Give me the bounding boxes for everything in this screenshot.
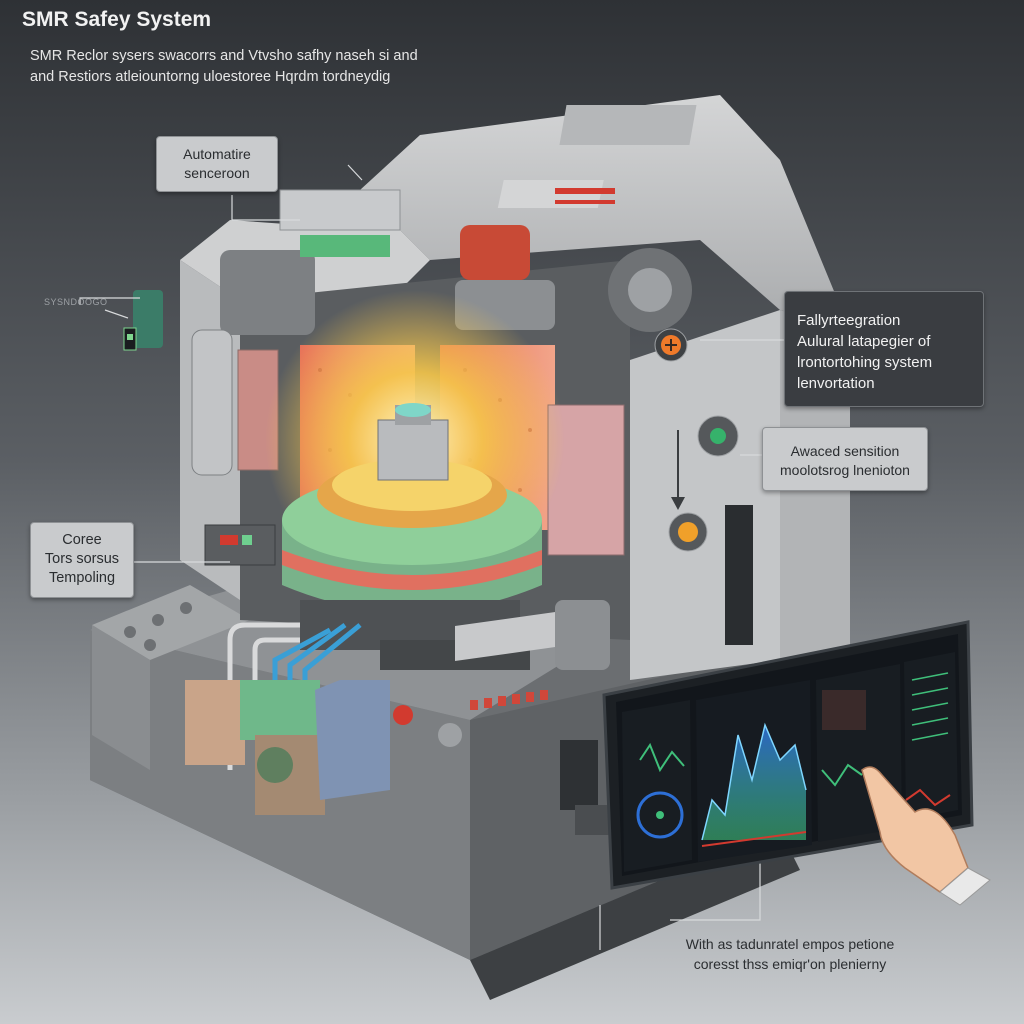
callout-core-line-2: Tors sorsus — [44, 551, 120, 567]
callout-core-line-1: Coree — [62, 532, 102, 548]
reactor-core — [265, 290, 565, 670]
wall-control-box — [204, 524, 276, 566]
callout-awaced-line-1: Awaced sensition — [790, 443, 900, 459]
callout-fully: Fallyrteegration Aulural latapegier of l… — [784, 291, 984, 407]
side-device — [123, 290, 163, 351]
callout-automatire: Automatire senceroon — [156, 136, 278, 192]
upper-machinery — [191, 180, 692, 476]
callout-awaced-line-2: moolotsrog lnenioton — [780, 462, 910, 478]
page-subtitle: SMR Reclor sysers swacorrs and Vtvsho sa… — [30, 46, 500, 88]
callout-fully-line-4: lenvortation — [797, 375, 875, 392]
left-control-pedestal — [92, 585, 250, 770]
indicator-markers — [654, 328, 739, 552]
side-device-label: SYSNDOOGO — [44, 297, 108, 307]
caption-line-1: With as tadunratel empos petione — [685, 936, 895, 952]
connector-lines — [79, 164, 784, 950]
pointing-hand — [861, 766, 991, 906]
caption-line-2: coresst thss emiqr'on plenierny — [693, 956, 887, 972]
callout-automatire-line-1: Automatire — [183, 146, 251, 162]
lower-machines — [185, 505, 753, 835]
callout-fully-line-1: Fallyrteegration — [797, 312, 901, 329]
callout-core-line-3: Tempoling — [48, 570, 116, 586]
callout-fully-line-2: Aulural latapegier of — [797, 333, 931, 350]
callout-awaced: Awaced sensition moolotsrog lnenioton — [762, 427, 928, 491]
subtitle-line-1: SMR Reclor sysers swacorrs and Vtvsho sa… — [30, 48, 418, 64]
callout-core: Coree Tors sorsus Tempoling — [30, 522, 134, 598]
callout-automatire-line-2: senceroon — [184, 165, 250, 181]
callout-fully-line-3: lrontortohing system — [797, 354, 933, 371]
bottom-caption: With as tadunratel empos petione coresst… — [640, 934, 940, 974]
page-title: SMR Safey System — [22, 8, 212, 31]
subtitle-line-2: and Restiors atleiountorng uloestoree Hq… — [30, 69, 391, 85]
